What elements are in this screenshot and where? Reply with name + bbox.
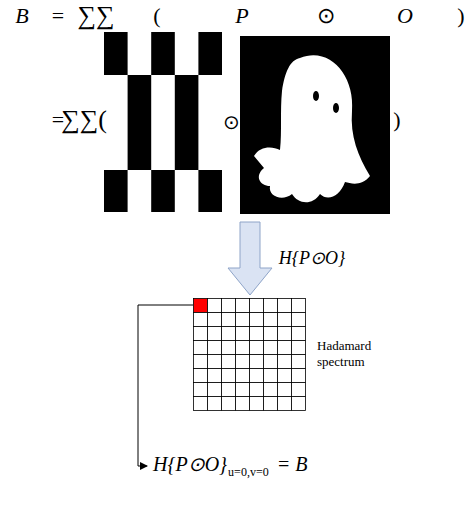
- math-label: (: [153, 5, 160, 27]
- math-label: =: [52, 5, 64, 27]
- spectrum-grid: Hadamard spectrum: [193, 298, 305, 410]
- math-label: ∑∑(: [61, 107, 107, 133]
- grid-cells: [193, 298, 306, 411]
- grid-caption: Hadamard spectrum: [317, 338, 387, 371]
- math-label: ): [393, 109, 400, 131]
- math-label: = B: [277, 454, 308, 474]
- ghost-image: [240, 36, 390, 214]
- result-formula: H{P⊙O}u=0,v=0= B: [152, 454, 307, 474]
- transform-arrow: [228, 222, 272, 295]
- math-label: ): [457, 5, 464, 27]
- subscript: u=0,v=0: [228, 466, 269, 478]
- math-label: O: [397, 5, 413, 27]
- math-label: ⊙: [223, 112, 240, 132]
- math-label: ∑∑: [77, 3, 114, 29]
- pattern-image: [104, 32, 222, 212]
- leader-arrow: [138, 305, 193, 466]
- math-label: ⊙: [317, 5, 335, 27]
- math-label: P: [235, 5, 248, 27]
- math-label: B: [15, 5, 28, 27]
- math-label: H{P⊙O}: [279, 249, 345, 267]
- math-label: H{P⊙O}: [153, 454, 227, 474]
